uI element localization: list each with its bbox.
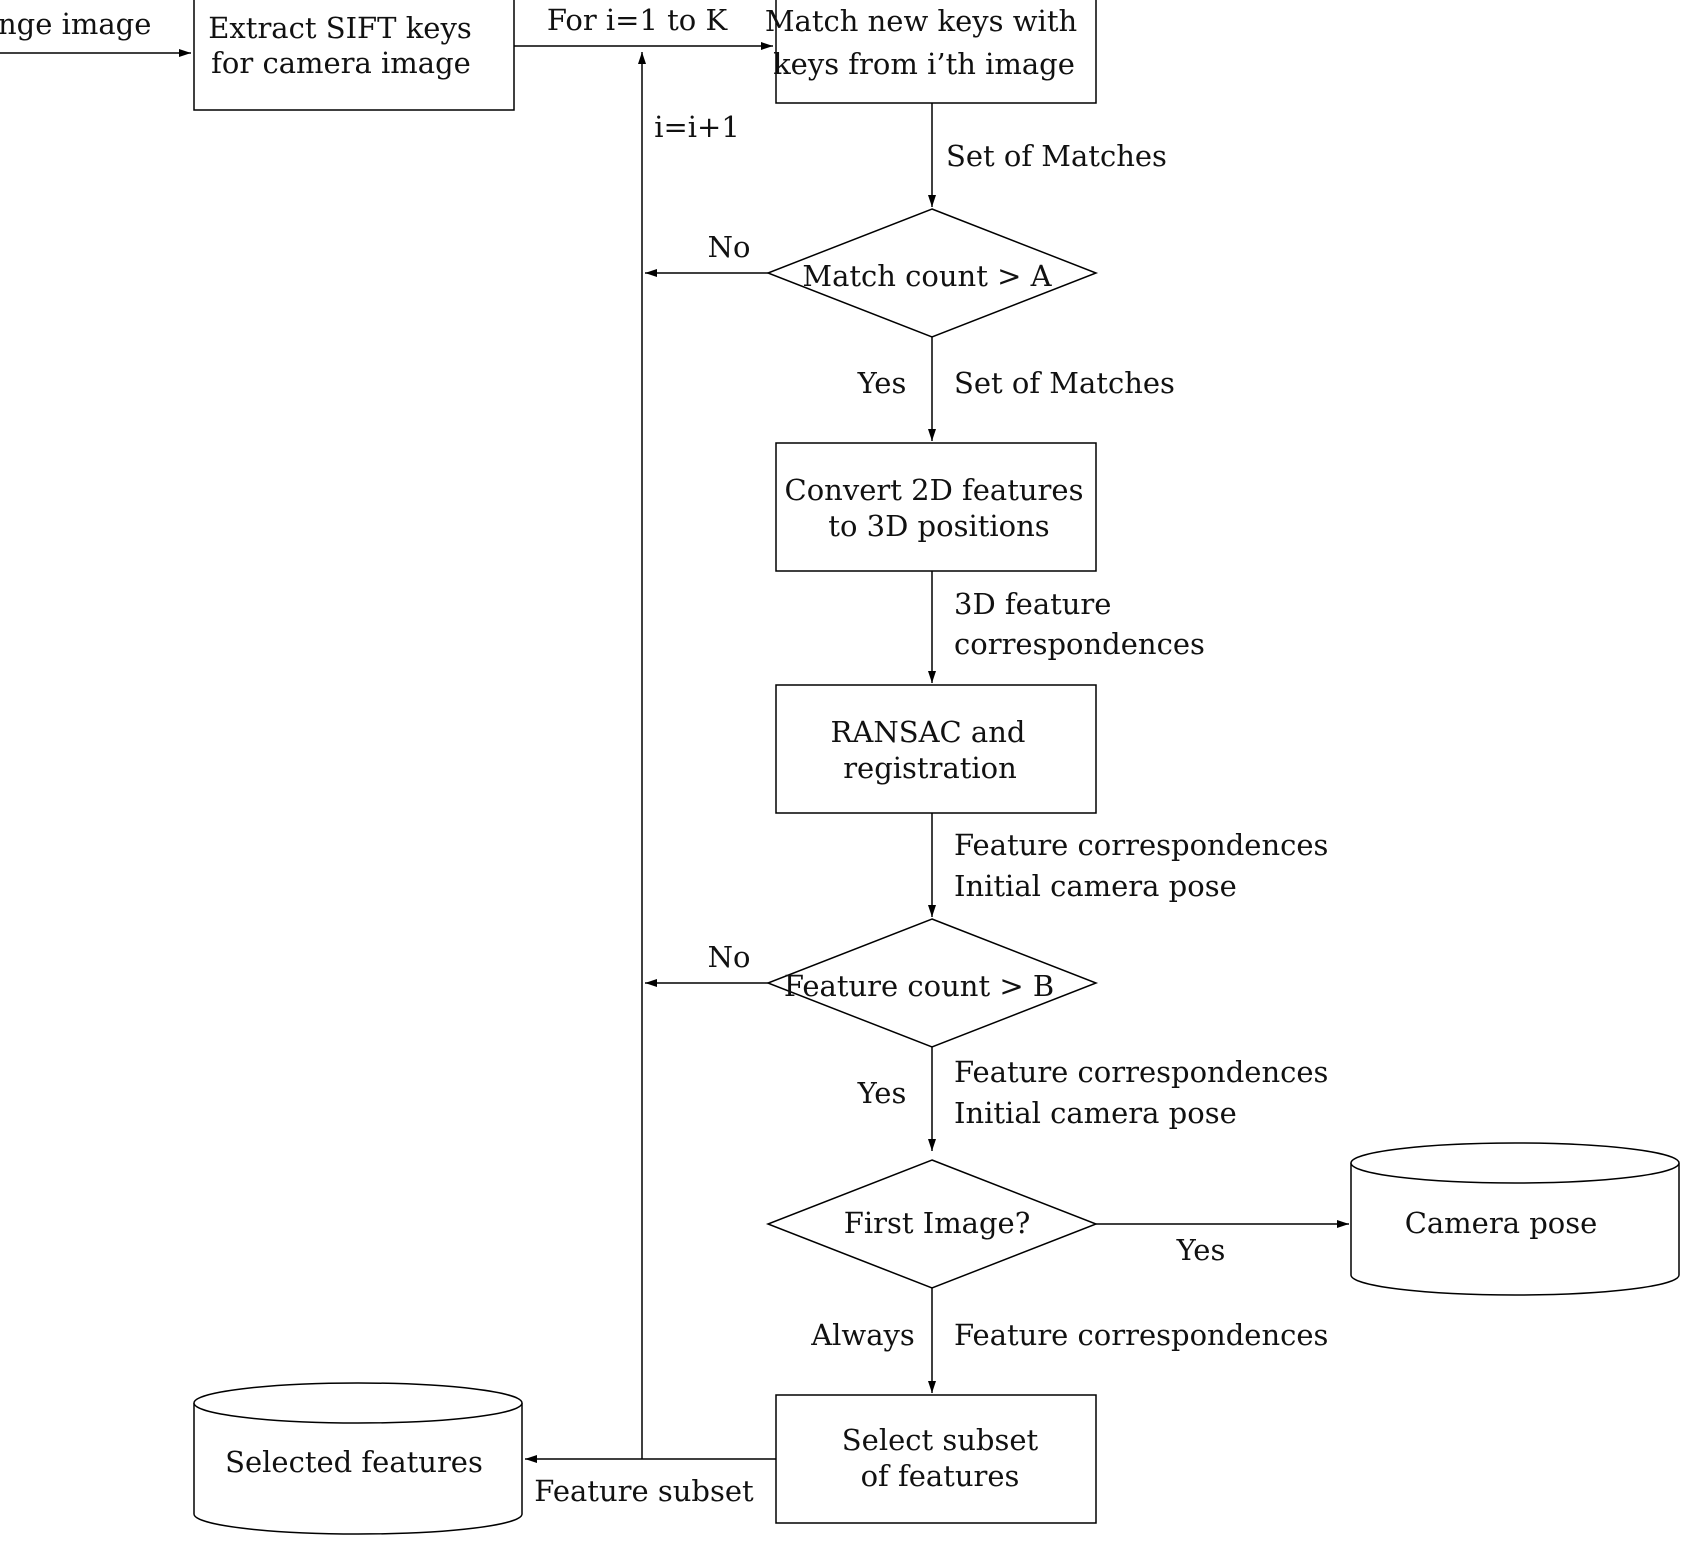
first-image-label: First Image?	[844, 1206, 1031, 1240]
3d-correspondences-line2: correspondences	[954, 627, 1205, 661]
feature-yes-out-line1: Feature correspondences	[954, 1055, 1328, 1089]
selected-features-cylinder-body	[193, 1403, 523, 1535]
input-node: nge image	[0, 7, 151, 41]
ransac-registration-line2: registration	[843, 751, 1017, 785]
match-keys-node: Match new keys with keys from i’th image	[765, 0, 1097, 104]
select-subset-node: Select subset of features	[775, 1394, 1097, 1524]
feature-subset-label: Feature subset	[534, 1474, 754, 1508]
convert-2d-to-3d-node: Convert 2D features to 3D positions	[775, 442, 1097, 572]
select-subset-line1: Select subset	[842, 1423, 1039, 1457]
select-subset-line2: of features	[861, 1459, 1020, 1493]
feature-yes-out-line2: Initial camera pose	[954, 1096, 1237, 1130]
first-image-yes-label: Yes	[1176, 1233, 1226, 1267]
set-of-matches-label-2: Set of Matches	[954, 366, 1175, 400]
match-count-decision: Match count > A	[765, 208, 1099, 338]
camera-pose-label: Camera pose	[1405, 1206, 1598, 1240]
extract-sift-keys-line2: for camera image	[211, 46, 471, 80]
camera-pose-cylinder-top	[1350, 1142, 1680, 1184]
ransac-registration-box	[775, 684, 1097, 814]
selected-features-datastore: Selected features	[193, 1382, 523, 1535]
match-keys-line2: keys from i’th image	[773, 47, 1075, 81]
extract-sift-keys-line1: Extract SIFT keys	[208, 11, 471, 45]
selected-features-label: Selected features	[225, 1445, 483, 1479]
match-count-yes-label: Yes	[857, 366, 907, 400]
ransac-registration-node: RANSAC and registration	[775, 684, 1097, 814]
feature-count-label: Feature count > B	[784, 969, 1054, 1003]
feature-count-no-label: No	[708, 940, 751, 974]
convert-2d-to-3d-line2: to 3D positions	[828, 509, 1049, 543]
camera-pose-cylinder-body	[1350, 1163, 1680, 1296]
convert-2d-to-3d-line1: Convert 2D features	[785, 473, 1084, 507]
select-subset-box	[775, 1394, 1097, 1524]
selected-features-cylinder-top	[193, 1382, 523, 1424]
input-label: nge image	[0, 7, 151, 41]
camera-pose-datastore: Camera pose	[1350, 1142, 1680, 1296]
feature-count-decision: Feature count > B	[765, 918, 1099, 1048]
extract-sift-keys-node: Extract SIFT keys for camera image	[193, 0, 515, 111]
extract-sift-keys-box	[193, 0, 515, 111]
ransac-out-line2: Initial camera pose	[954, 869, 1237, 903]
first-image-decision: First Image?	[765, 1159, 1099, 1289]
convert-2d-to-3d-box	[775, 442, 1097, 572]
increment-label: i=i+1	[654, 110, 740, 144]
first-image-always-label: Always	[810, 1318, 915, 1352]
feature-count-yes-label: Yes	[857, 1076, 907, 1110]
ransac-registration-line1: RANSAC and	[831, 715, 1026, 749]
match-count-no-label: No	[708, 230, 751, 264]
loop-label: For i=1 to K	[547, 3, 729, 37]
match-keys-box	[775, 0, 1097, 104]
set-of-matches-label-1: Set of Matches	[946, 139, 1167, 173]
ransac-out-line1: Feature correspondences	[954, 828, 1328, 862]
3d-correspondences-line1: 3D feature	[954, 587, 1111, 621]
first-image-out-label: Feature correspondences	[954, 1318, 1328, 1352]
match-keys-line1: Match new keys with	[765, 4, 1077, 38]
match-count-label: Match count > A	[802, 259, 1052, 293]
